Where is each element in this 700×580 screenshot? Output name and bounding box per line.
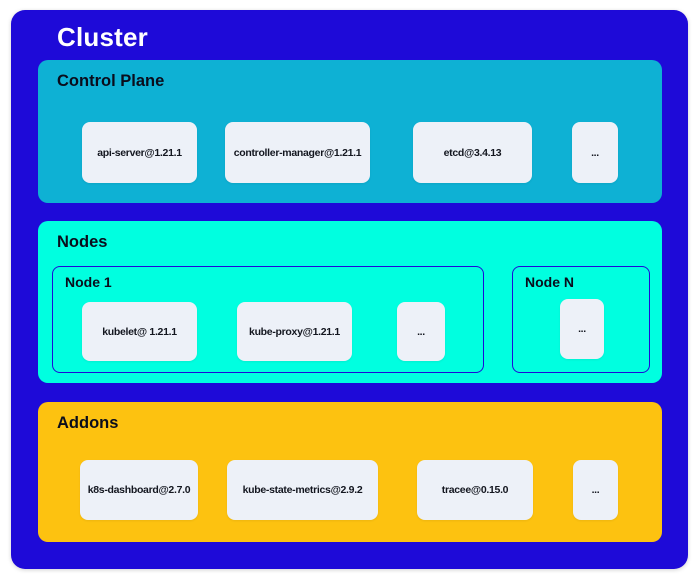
card-kube-proxy: kube-proxy@1.21.1 [237, 302, 352, 361]
section-nodes: Nodes Node 1 kubelet@ 1.21.1 kube-proxy@… [38, 221, 662, 383]
card-kubelet: kubelet@ 1.21.1 [82, 302, 197, 361]
cluster-container: Cluster Control Plane api-server@1.21.1 … [11, 10, 688, 569]
card-api-server: api-server@1.21.1 [82, 122, 197, 183]
card-control-plane-ellipsis: ... [572, 122, 618, 183]
card-kube-state-metrics: kube-state-metrics@2.9.2 [227, 460, 378, 520]
cluster-title: Cluster [57, 22, 148, 52]
control-plane-label: Control Plane [57, 72, 165, 90]
node-1-box: Node 1 kubelet@ 1.21.1 kube-proxy@1.21.1… [52, 266, 484, 373]
section-control-plane: Control Plane api-server@1.21.1 controll… [38, 60, 662, 203]
card-tracee: tracee@0.15.0 [417, 460, 533, 520]
node-n-label: Node N [525, 274, 574, 290]
node-1-label: Node 1 [65, 274, 112, 290]
card-addons-ellipsis: ... [573, 460, 618, 520]
card-etcd: etcd@3.4.13 [413, 122, 532, 183]
nodes-label: Nodes [57, 233, 108, 251]
card-node-1-ellipsis: ... [397, 302, 445, 361]
addons-label: Addons [57, 414, 119, 432]
node-n-box: Node N ... [512, 266, 650, 373]
card-k8s-dashboard: k8s-dashboard@2.7.0 [80, 460, 198, 520]
card-node-n-ellipsis: ... [560, 299, 604, 359]
section-addons: Addons k8s-dashboard@2.7.0 kube-state-me… [38, 402, 662, 542]
card-controller-manager: controller-manager@1.21.1 [225, 122, 370, 183]
